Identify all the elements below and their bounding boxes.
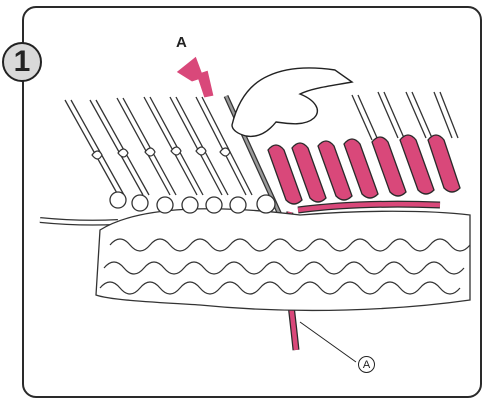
needle-latches-left bbox=[92, 147, 230, 159]
red-arrow bbox=[176, 56, 214, 98]
needles-left bbox=[65, 97, 252, 195]
step-number-badge: 1 bbox=[2, 42, 42, 82]
hand-outline bbox=[232, 68, 352, 136]
step-number: 1 bbox=[14, 45, 31, 79]
pink-loops bbox=[268, 135, 460, 204]
yarn-label: A bbox=[358, 356, 375, 373]
knitted-fabric bbox=[96, 209, 470, 311]
arrow-label: A bbox=[176, 34, 187, 51]
needles-right bbox=[352, 92, 458, 140]
